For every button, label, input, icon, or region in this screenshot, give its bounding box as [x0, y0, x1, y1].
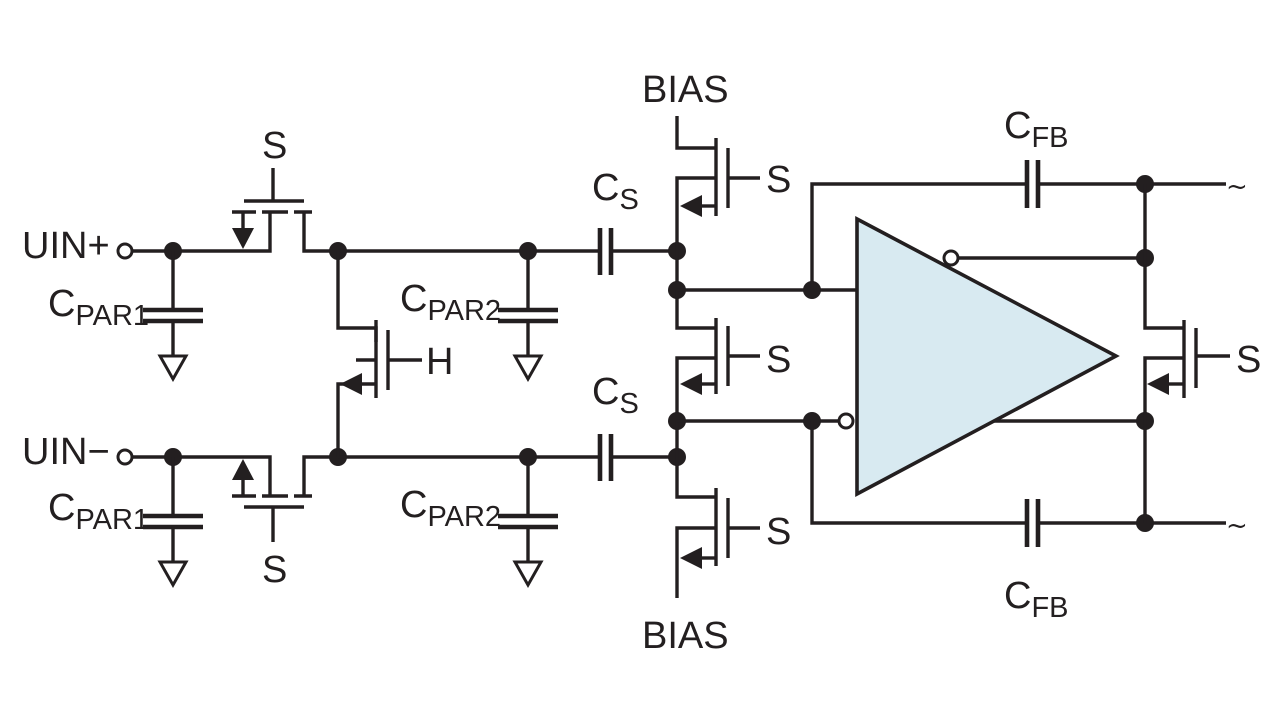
- output-reset-switch: S: [1143, 258, 1261, 421]
- top-cpar2-plates: [498, 307, 558, 324]
- uin-plus-label: UIN+: [22, 225, 110, 267]
- reset-switch-gate-label: S: [1236, 339, 1261, 381]
- bottom-cpar1-label: CPAR1: [48, 487, 149, 536]
- hold-switch-arrow-icon: [340, 373, 362, 395]
- top-cpar2-capacitor: CPAR2: [400, 251, 558, 383]
- mosfet-stack: BIAS S S: [642, 69, 791, 657]
- top-cpar1-ground-icon: [157, 354, 189, 383]
- bottom-switch-arrow-icon: [232, 459, 254, 480]
- hold-switch-top-wire: [336, 251, 378, 342]
- top-cpar1-label: CPAR1: [48, 283, 149, 332]
- bottom-feedback-wire-left: [810, 421, 1027, 525]
- input-minus-terminal: UIN−: [22, 431, 134, 473]
- bottom-cs-plates: [597, 434, 614, 481]
- top-switch-gate-label: S: [262, 125, 287, 167]
- top-output-break-icon: ~: [1226, 172, 1248, 202]
- transistor-t2: S: [675, 290, 791, 421]
- bottom-cs-capacitor: CS: [592, 371, 677, 481]
- bottom-cpar2-ground-icon: [512, 560, 544, 589]
- amp-inverting-output-bubble: [942, 249, 960, 267]
- bottom-cs-label: CS: [592, 371, 639, 420]
- bottom-bias-label: BIAS: [642, 615, 729, 657]
- top-sampling-switch: S: [232, 125, 338, 253]
- input-plus-terminal: UIN+: [22, 225, 134, 267]
- bottom-input-path: CPAR1 S CPAR2 CS: [48, 371, 686, 591]
- t2-gate-label: S: [766, 339, 791, 381]
- bottom-cpar1-ground-icon: [157, 560, 189, 589]
- t2-arrow-icon: [680, 373, 702, 395]
- t1-arrow-icon: [680, 195, 702, 217]
- t2-source-wire: [675, 356, 716, 421]
- top-switch-drain-wire: [302, 212, 338, 253]
- uin-plus-terminal-ring: [116, 242, 134, 260]
- reset-switch-arrow-icon: [1147, 373, 1169, 395]
- top-cpar2-ground-icon: [512, 354, 544, 383]
- top-bias-wire: [675, 116, 716, 150]
- top-cpar2-label: CPAR2: [400, 278, 501, 327]
- bottom-output-break-icon: ~: [1226, 511, 1248, 541]
- top-bias-label: BIAS: [642, 69, 729, 111]
- bottom-switch-gate-label: S: [262, 549, 287, 591]
- reset-switch-bottom-wire: [1143, 356, 1184, 421]
- differential-amplifier-triangle: [855, 216, 1120, 497]
- top-feedback-wire-left: [810, 182, 1027, 290]
- t3-drain-wire: [675, 457, 716, 499]
- uin-minus-terminal-ring: [116, 448, 134, 466]
- hold-switch-bottom-wire: [336, 382, 376, 457]
- uin-minus-label: UIN−: [22, 431, 110, 473]
- top-cfb-plates: [1024, 160, 1041, 208]
- bottom-cpar2-plates: [498, 513, 558, 530]
- bottom-cpar2-capacitor: CPAR2: [400, 457, 558, 589]
- bottom-cpar1-plates: [143, 513, 203, 530]
- bottom-cfb-plates: [1024, 499, 1041, 547]
- top-cs-capacitor: CS: [592, 167, 677, 275]
- t1-source-wire: [675, 176, 716, 251]
- top-cpar1-plates: [143, 307, 203, 324]
- top-cfb-label: CFB: [1004, 105, 1069, 154]
- t2-drain-wire: [675, 290, 716, 330]
- bottom-cpar1-capacitor: CPAR1: [48, 457, 203, 589]
- t1-gate-label: S: [766, 159, 791, 201]
- hold-switch-gate-label: H: [426, 341, 453, 383]
- t3-source-wire: [675, 526, 716, 598]
- bottom-switch-drain-wire: [302, 455, 338, 496]
- top-cs-plates: [597, 228, 614, 275]
- hold-switch: H: [336, 251, 453, 457]
- top-cpar1-capacitor: CPAR1: [48, 251, 203, 383]
- top-input-path: CPAR1 S CPAR2 CS: [48, 125, 686, 383]
- top-cs-label: CS: [592, 167, 639, 216]
- reset-switch-top-wire: [1143, 258, 1184, 330]
- top-switch-arrow-icon: [232, 228, 254, 249]
- bottom-sampling-switch: S: [232, 455, 338, 591]
- transistor-t1: S: [675, 138, 791, 251]
- bottom-cpar2-label: CPAR2: [400, 484, 501, 533]
- t3-gate-label: S: [766, 511, 791, 553]
- transistor-t3: S: [675, 457, 791, 598]
- bottom-cfb-label: CFB: [1004, 575, 1069, 624]
- amplifier-section: ~ CFB ~ CFB S: [677, 105, 1261, 624]
- t3-arrow-icon: [680, 547, 702, 569]
- amp-inverting-input-bubble: [837, 412, 855, 430]
